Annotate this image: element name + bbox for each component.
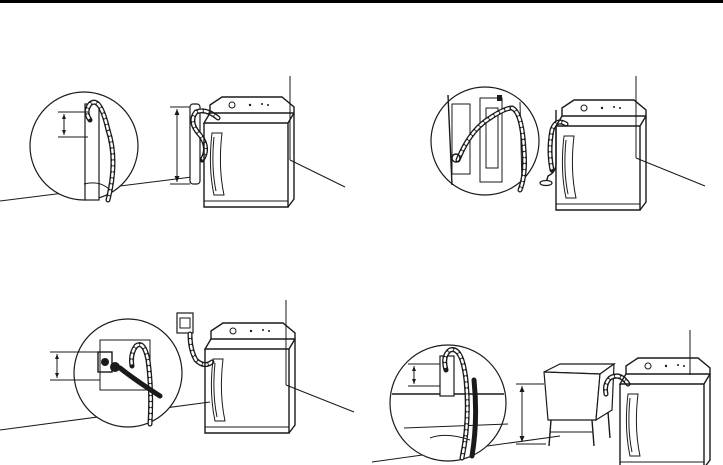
height-dimension-icon bbox=[170, 107, 190, 184]
magnifier-circle-icon bbox=[390, 345, 508, 461]
washer-icon bbox=[204, 97, 294, 207]
floor-line-right bbox=[290, 160, 345, 187]
panel-wall-standpipe-drain bbox=[0, 300, 354, 433]
panel-standpipe-drain bbox=[0, 76, 345, 207]
washer-icon bbox=[556, 100, 646, 210]
magnifier-circle-icon bbox=[50, 319, 182, 427]
height-dimension-icon bbox=[516, 384, 546, 444]
floor-line-right bbox=[286, 385, 354, 412]
panel-floor-drain bbox=[431, 76, 705, 210]
washer-icon bbox=[205, 323, 295, 433]
washer-icon bbox=[620, 358, 710, 465]
magnifier-circle-icon bbox=[431, 87, 539, 195]
wall-box-icon bbox=[177, 313, 193, 333]
magnifier-circle-icon bbox=[30, 92, 138, 200]
laundry-tub-icon bbox=[544, 364, 614, 446]
panel-laundry-tub-drain bbox=[372, 330, 710, 465]
